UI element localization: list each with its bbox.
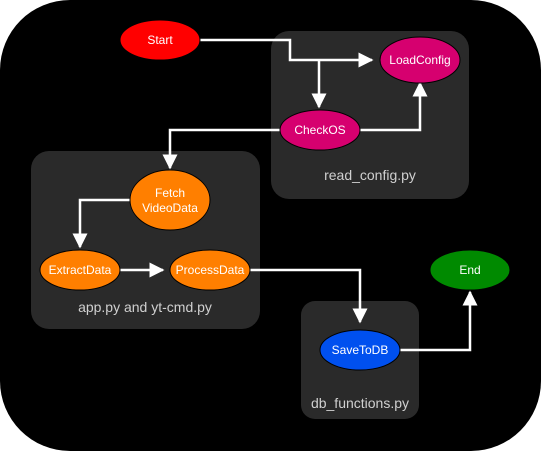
edge-check-os-to-load-config [360,81,428,132]
node-fetch-video-data-label-line2: VideoData [142,201,198,215]
edge-check-os-to-fetch [162,128,280,170]
node-process-data-label: ProcessData [176,263,245,277]
node-fetch-video-data-label-line1: Fetch [155,186,185,200]
edge-process-to-save [250,268,368,324]
node-fetch-video-data[interactable]: Fetch VideoData [129,169,211,231]
node-extract-data-label: ExtractData [49,263,112,277]
node-check-os[interactable]: CheckOS [279,109,361,151]
node-end-label: End [459,263,480,277]
edge-start-to-load-config [200,38,374,68]
node-save-to-db[interactable]: SaveToDB [319,329,401,371]
group-db-functions-label: db_functions.py [311,395,409,411]
node-extract-data[interactable]: ExtractData [39,249,121,291]
node-check-os-label: CheckOS [294,123,345,137]
node-end[interactable]: End [429,249,511,291]
node-load-config[interactable]: LoadConfig [379,36,461,84]
node-save-to-db-label: SaveToDB [332,343,389,357]
node-process-data[interactable]: ProcessData [169,249,251,291]
node-start[interactable]: Start [119,19,201,61]
node-start-label: Start [147,33,173,47]
edge-fetch-to-extract [72,198,130,249]
node-load-config-label: LoadConfig [389,53,450,67]
group-app-label: app.py and yt-cmd.py [78,299,212,315]
edge-save-to-end [400,290,478,352]
group-read-config-label: read_config.py [324,167,416,183]
